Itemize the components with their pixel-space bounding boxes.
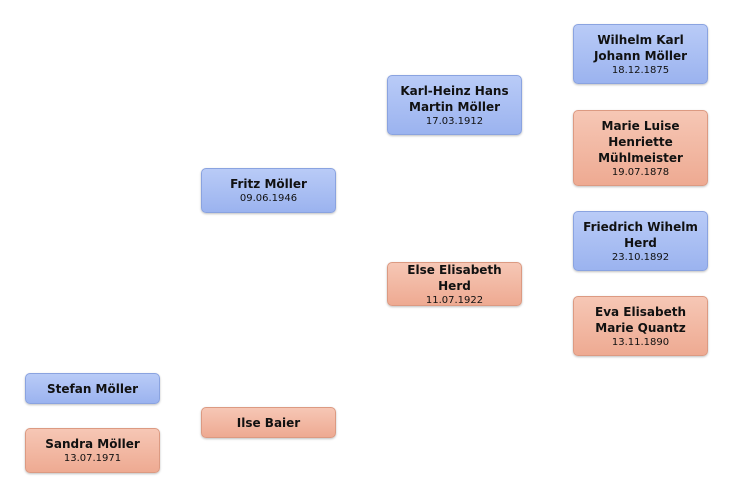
person-card-wilhelm-moeller[interactable]: Wilhelm Karl Johann Möller 18.12.1875 [573,24,708,84]
person-name: Fritz Möller [230,177,307,191]
person-name: Ilse Baier [236,415,301,430]
person-card-marie-muehlmeister[interactable]: Marie Luise Henriette Mühlmeister 19.07.… [573,110,708,186]
person-name: Stefan Möller [46,381,139,396]
person-name: Friedrich Wihelm Herd [583,219,698,250]
person-birth-date: 19.07.1878 [611,166,670,178]
person-name: Eva Elisabeth Marie Quantz [595,304,686,335]
person-birth-date: 09.06.1946 [239,193,298,204]
person-birth-date: 17.03.1912 [425,115,484,127]
person-birth-date: 13.07.1971 [63,453,122,464]
person-card-eva-quantz[interactable]: Eva Elisabeth Marie Quantz 13.11.1890 [573,296,708,356]
person-name: Wilhelm Karl Johann Möller [593,32,688,63]
person-birth-date: 11.07.1922 [425,294,484,306]
person-card-karl-heinz-moeller[interactable]: Karl-Heinz Hans Martin Möller 17.03.1912 [387,75,522,135]
person-birth-date: 13.11.1890 [611,336,670,348]
person-card-fritz-moeller[interactable]: Fritz Möller 09.06.1946 [201,168,336,213]
person-name: Else Elisabeth Herd [407,262,502,293]
person-name: Karl-Heinz Hans Martin Möller [400,83,509,114]
person-card-ilse-baier[interactable]: Ilse Baier [201,407,336,438]
person-card-sandra-moeller[interactable]: Sandra Möller 13.07.1971 [25,428,160,473]
person-card-stefan-moeller[interactable]: Stefan Möller [25,373,160,404]
person-birth-date: 23.10.1892 [611,251,670,263]
person-card-friedrich-herd[interactable]: Friedrich Wihelm Herd 23.10.1892 [573,211,708,271]
person-name: Marie Luise Henriette Mühlmeister [598,118,683,165]
person-name: Sandra Möller [45,437,140,451]
person-card-else-herd[interactable]: Else Elisabeth Herd 11.07.1922 [387,262,522,306]
person-birth-date: 18.12.1875 [611,64,670,76]
